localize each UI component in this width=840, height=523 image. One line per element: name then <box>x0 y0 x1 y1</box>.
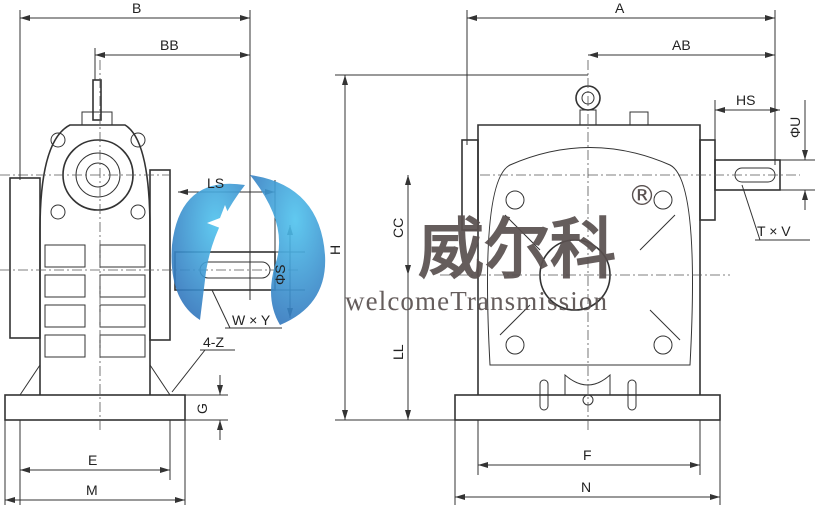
watermark-logo: 威尔科 welcomeTransmission ® <box>171 175 656 325</box>
dim-label-f: F <box>583 447 592 463</box>
dim-label-b: B <box>132 0 141 16</box>
dim-label-tv: T × V <box>757 223 791 239</box>
dim-label-z: 4-Z <box>203 334 224 350</box>
watermark-english: welcomeTransmission <box>345 286 608 316</box>
front-view <box>335 10 815 505</box>
registered-mark: ® <box>628 179 656 212</box>
dim-label-wy: W × Y <box>232 312 271 328</box>
dim-label-s: ΦS <box>272 264 288 285</box>
dim-label-ab: AB <box>672 37 691 53</box>
dim-label-g: G <box>194 403 210 414</box>
dim-label-n: N <box>581 479 591 495</box>
dimension-labels: B BB A AB HS ΦU LS ΦS H CC LL T × V W × … <box>86 0 803 498</box>
dim-label-cc: CC <box>390 218 406 238</box>
dim-label-e: E <box>88 452 97 468</box>
dim-label-bb: BB <box>160 37 179 53</box>
watermark-chinese: 威尔科 <box>418 211 616 288</box>
side-view <box>0 10 305 505</box>
dim-label-a: A <box>615 0 625 16</box>
dim-label-hs: HS <box>736 92 755 108</box>
dim-label-ls: LS <box>207 175 224 191</box>
dim-label-h: H <box>327 245 343 255</box>
dim-label-m: M <box>86 482 98 498</box>
dim-label-ll: LL <box>390 344 406 360</box>
dim-label-u: ΦU <box>787 117 803 138</box>
